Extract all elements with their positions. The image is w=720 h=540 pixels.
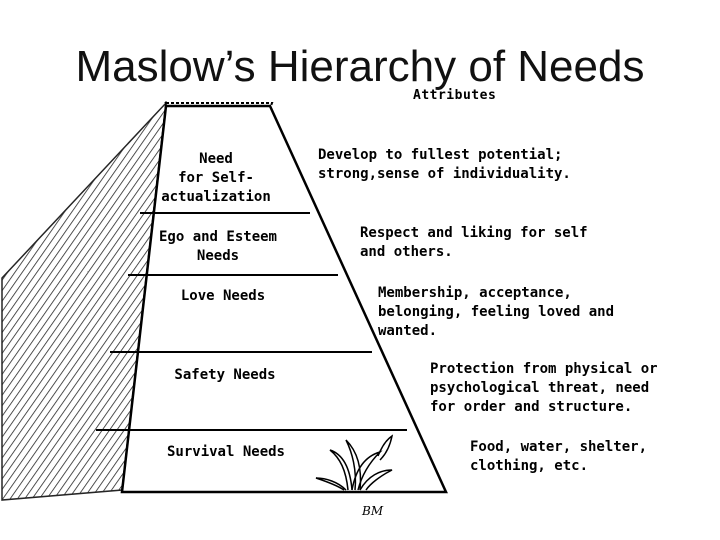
level-label-self-actualization: Need for Self- actualization: [161, 151, 271, 205]
slide-title: Maslow’s Hierarchy of Needs: [75, 42, 645, 91]
level-label-survival: Survival Needs: [166, 444, 285, 460]
attributes-header: Attributes: [413, 88, 497, 103]
level-label-ego-esteem: Ego and Esteem Needs: [158, 229, 277, 264]
plant-icon: [315, 434, 394, 493]
attribute-self-actualization: Develop to fullest potential; strong,sen…: [318, 147, 571, 182]
pyramid-front-face: [120, 104, 448, 494]
attribute-ego-esteem: Respect and liking for self and others.: [360, 225, 588, 260]
attribute-survival: Food, water, shelter, clothing, etc.: [470, 439, 648, 474]
artist-signature: BM: [362, 504, 384, 518]
attribute-love: Membership, acceptance, belonging, feeli…: [378, 285, 615, 339]
level-label-safety: Safety Needs: [174, 367, 276, 383]
attribute-safety: Protection from physical or psychologica…: [430, 361, 658, 415]
level-label-love: Love Needs: [180, 288, 266, 304]
